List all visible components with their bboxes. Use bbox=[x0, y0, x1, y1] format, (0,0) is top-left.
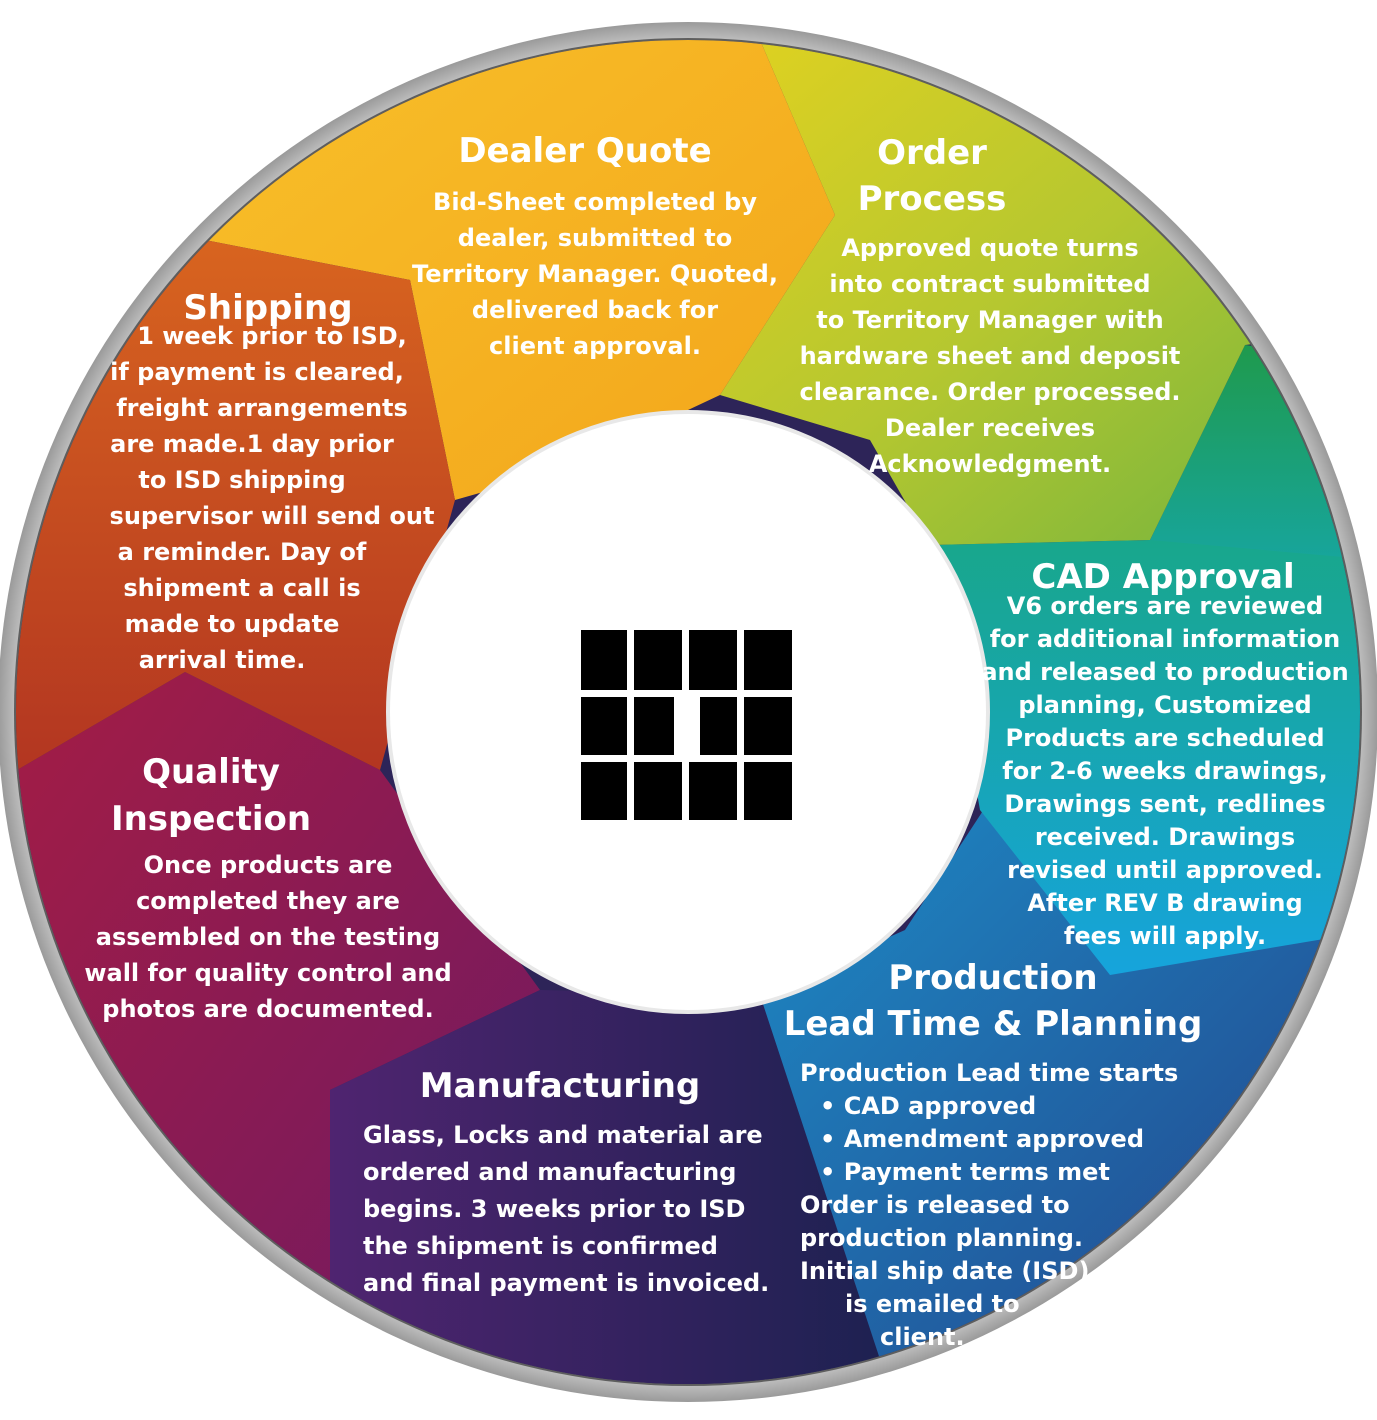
cad-approval-body-line: for additional information bbox=[990, 625, 1341, 653]
cad-approval-body-line: Products are scheduled bbox=[1005, 724, 1324, 752]
dealer-quote-body-line: Bid-Sheet completed by bbox=[433, 188, 757, 216]
production-body-line: • Payment terms met bbox=[820, 1158, 1110, 1186]
cad-approval-body-line: planning, Customized bbox=[1018, 691, 1311, 719]
cad-approval-body-line: V6 orders are reviewed bbox=[1007, 592, 1323, 620]
production-body-line: • CAD approved bbox=[820, 1092, 1036, 1120]
cad-approval-body-line: for 2-6 weeks drawings, bbox=[1002, 757, 1327, 785]
center-hub bbox=[386, 410, 990, 1014]
segment-cad-approval bbox=[930, 520, 1360, 975]
order-process-body-line: hardware sheet and deposit bbox=[800, 342, 1181, 370]
shipping-body-line: 1 week prior to ISD, bbox=[137, 322, 407, 350]
production-body-line: Order is released to bbox=[800, 1191, 1070, 1219]
order-process-body-line: into contract submitted bbox=[829, 270, 1150, 298]
manufacturing-title: Manufacturing bbox=[420, 1066, 701, 1106]
order-process-body-line: to Territory Manager with bbox=[816, 306, 1163, 334]
production-body-line: production planning. bbox=[800, 1224, 1083, 1252]
order-process-body-line: Approved quote turns bbox=[841, 234, 1138, 262]
order-process-title: Order bbox=[877, 133, 987, 173]
shipping-body-line: shipment a call is bbox=[123, 574, 360, 602]
production-body-line: • Amendment approved bbox=[820, 1125, 1144, 1153]
cad-approval-body-line: received. Drawings bbox=[1035, 823, 1295, 851]
dealer-quote-body-line: delivered back for bbox=[472, 296, 718, 324]
shipping-body-line: supervisor will send out bbox=[110, 502, 435, 530]
quality-inspection-body-line: completed they are bbox=[136, 887, 400, 915]
production-title: Lead Time & Planning bbox=[784, 1004, 1203, 1044]
manufacturing-body-line: the shipment is confirmed bbox=[363, 1232, 718, 1260]
dealer-quote-body-line: dealer, submitted to bbox=[458, 224, 732, 252]
segment-manufacturing bbox=[330, 990, 900, 1384]
segment-shipping bbox=[16, 240, 455, 780]
quality-inspection-body-line: assembled on the testing bbox=[96, 923, 440, 951]
dealer-quote-title: Dealer Quote bbox=[458, 131, 711, 171]
order-process-body-line: clearance. Order processed. bbox=[799, 378, 1180, 406]
quality-inspection-body-line: photos are documented. bbox=[102, 995, 433, 1023]
shipping-body-line: freight arrangements bbox=[116, 394, 408, 422]
cad-approval-title: CAD Approval bbox=[1031, 557, 1294, 597]
production-title: Production bbox=[888, 958, 1097, 998]
dealer-quote-body-line: client approval. bbox=[489, 332, 701, 360]
brick-wall-logo-icon bbox=[581, 630, 792, 820]
order-process-title: Process bbox=[858, 179, 1007, 219]
shipping-body-line: arrival time. bbox=[139, 646, 306, 674]
cad-approval-body-line: After REV B drawing bbox=[1027, 889, 1302, 917]
shipping-title: Shipping bbox=[183, 288, 352, 328]
shipping-body-line: a reminder. Day of bbox=[118, 538, 367, 566]
quality-inspection-title: Quality bbox=[142, 752, 280, 792]
order-process-body-line: Dealer receives bbox=[885, 414, 1095, 442]
shipping-body-line: if payment is cleared, bbox=[110, 358, 404, 386]
cad-approval-body-line: and released to production bbox=[981, 658, 1348, 686]
cad-approval-body-line: fees will apply. bbox=[1064, 922, 1266, 950]
quality-inspection-body-line: Once products are bbox=[144, 851, 393, 879]
shipping-body-line: to ISD shipping bbox=[138, 466, 345, 494]
production-body-line: client. bbox=[880, 1323, 965, 1351]
shipping-body-line: are made.1 day prior bbox=[110, 430, 394, 458]
cad-approval-body-line: Drawings sent, redlines bbox=[1004, 790, 1325, 818]
manufacturing-body-line: ordered and manufacturing bbox=[363, 1158, 736, 1186]
quality-inspection-body-line: wall for quality control and bbox=[84, 959, 451, 987]
manufacturing-body-line: and final payment is invoiced. bbox=[363, 1269, 769, 1297]
dealer-quote-body-line: Territory Manager. Quoted, bbox=[412, 260, 778, 288]
cad-approval-body-line: revised until approved. bbox=[1007, 856, 1323, 884]
manufacturing-body-line: Glass, Locks and material are bbox=[363, 1121, 763, 1149]
order-process-body-line: Acknowledgment. bbox=[869, 450, 1111, 478]
manufacturing-body-line: begins. 3 weeks prior to ISD bbox=[363, 1195, 745, 1223]
production-body-line: is emailed to bbox=[845, 1290, 1020, 1318]
production-body-line: Initial ship date (ISD) bbox=[800, 1257, 1089, 1285]
shipping-body-line: made to update bbox=[125, 610, 340, 638]
production-body-line: Production Lead time starts bbox=[800, 1059, 1178, 1087]
quality-inspection-title: Inspection bbox=[111, 799, 311, 839]
